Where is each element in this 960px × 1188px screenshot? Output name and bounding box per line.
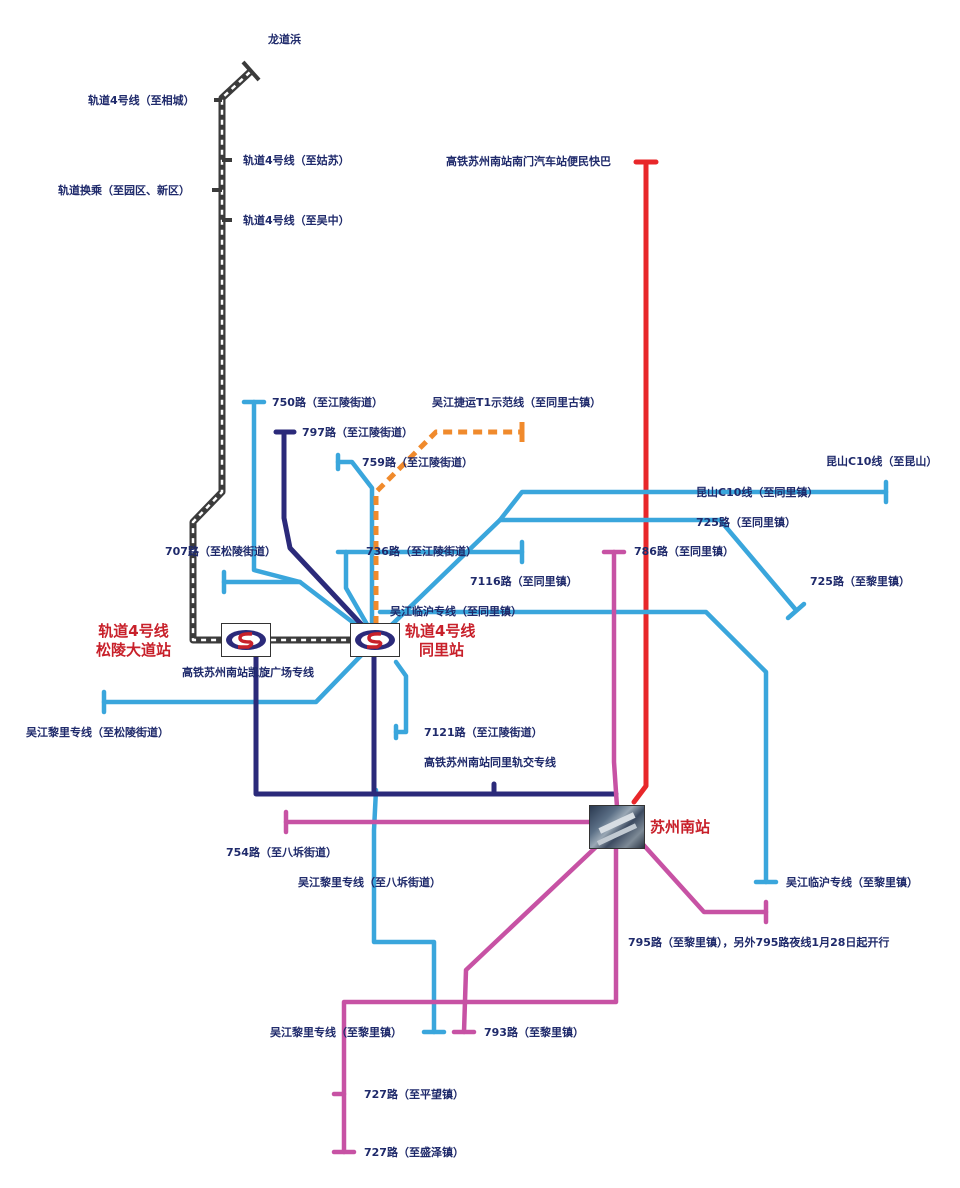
label-r725-lili: 725路（至黎里镇） xyxy=(810,575,910,588)
station-tongli-line: 轨道4号线 xyxy=(405,622,476,640)
label-t1: 吴江捷运T1示范线（至同里古镇） xyxy=(432,396,602,409)
label-r727-sheng: 727路（至盛泽镇） xyxy=(364,1146,464,1159)
label-c10-tongli: 昆山C10线（至同里镇） xyxy=(696,486,819,499)
label-lili-bache: 吴江黎里专线（至八坼街道） xyxy=(298,876,441,889)
suzhou-south-station-photo-icon xyxy=(589,805,645,849)
routes-navy xyxy=(253,429,619,797)
label-longdaobang: 龙道浜 xyxy=(268,33,301,46)
label-r754: 754路（至八坼街道） xyxy=(226,846,337,859)
route-express-south-gate xyxy=(631,159,659,805)
label-r750: 750路（至江陵街道） xyxy=(272,396,383,409)
route-t1 xyxy=(373,422,525,640)
label-lili-lili: 吴江黎里专线（至黎里镇） xyxy=(270,1026,402,1039)
label-r793: 793路（至黎里镇） xyxy=(484,1026,584,1039)
label-linhu-tongli: 吴江临沪专线（至同里镇） xyxy=(390,605,522,618)
label-l4-wuzhong: 轨道4号线（至吴中） xyxy=(243,214,350,227)
label-r786: 786路（至同里镇） xyxy=(634,545,734,558)
label-r7121: 7121路（至江陵街道） xyxy=(424,726,543,739)
label-l4-gusu: 轨道4号线（至姑苏） xyxy=(243,154,350,167)
label-lili-songling: 吴江黎里专线（至松陵街道） xyxy=(26,726,169,739)
metro-logo-songling-icon xyxy=(221,623,271,657)
label-linhu-lili: 吴江临沪专线（至黎里镇） xyxy=(786,876,918,889)
station-tongli: 轨道4号线 同里站 xyxy=(405,622,475,660)
routes-blue xyxy=(101,399,889,1035)
label-kunshan-c10: 昆山C10线（至昆山） xyxy=(826,455,938,468)
label-tongli-rail: 高铁苏州南站同里轨交专线 xyxy=(424,756,556,769)
station-songling: 轨道4号线 松陵大道站 xyxy=(96,622,171,660)
label-r727-ping: 727路（至平望镇） xyxy=(364,1088,464,1101)
station-songling-line: 轨道4号线 xyxy=(98,622,169,640)
label-r707: 707路（至松陵街道） xyxy=(165,545,276,558)
station-songling-name: 松陵大道站 xyxy=(96,641,172,659)
label-l4-xiangcheng: 轨道4号线（至相城） xyxy=(88,94,195,107)
metro-logo-tongli-icon xyxy=(350,623,400,657)
label-r759: 759路（至江陵街道） xyxy=(362,456,473,469)
label-r725-tongli: 725路（至同里镇） xyxy=(696,516,796,529)
label-r797: 797路（至江陵街道） xyxy=(302,426,413,439)
label-express-south-gate: 高铁苏州南站南门汽车站便民快巴 xyxy=(446,155,611,168)
station-tongli-name: 同里站 xyxy=(419,641,465,659)
routes-magenta xyxy=(283,549,769,1155)
label-r7116: 7116路（至同里镇） xyxy=(470,575,578,588)
label-r795: 795路（至黎里镇），另外795路夜线1月28日起开行 xyxy=(628,936,890,949)
label-kaixuan: 高铁苏州南站凯旋广场专线 xyxy=(182,666,314,679)
label-r736: 736路（至江陵街道） xyxy=(366,545,477,558)
station-suzhou-south: 苏州南站 xyxy=(650,818,711,836)
label-transfer-yuanqu: 轨道换乘（至园区、新区） xyxy=(58,184,190,197)
